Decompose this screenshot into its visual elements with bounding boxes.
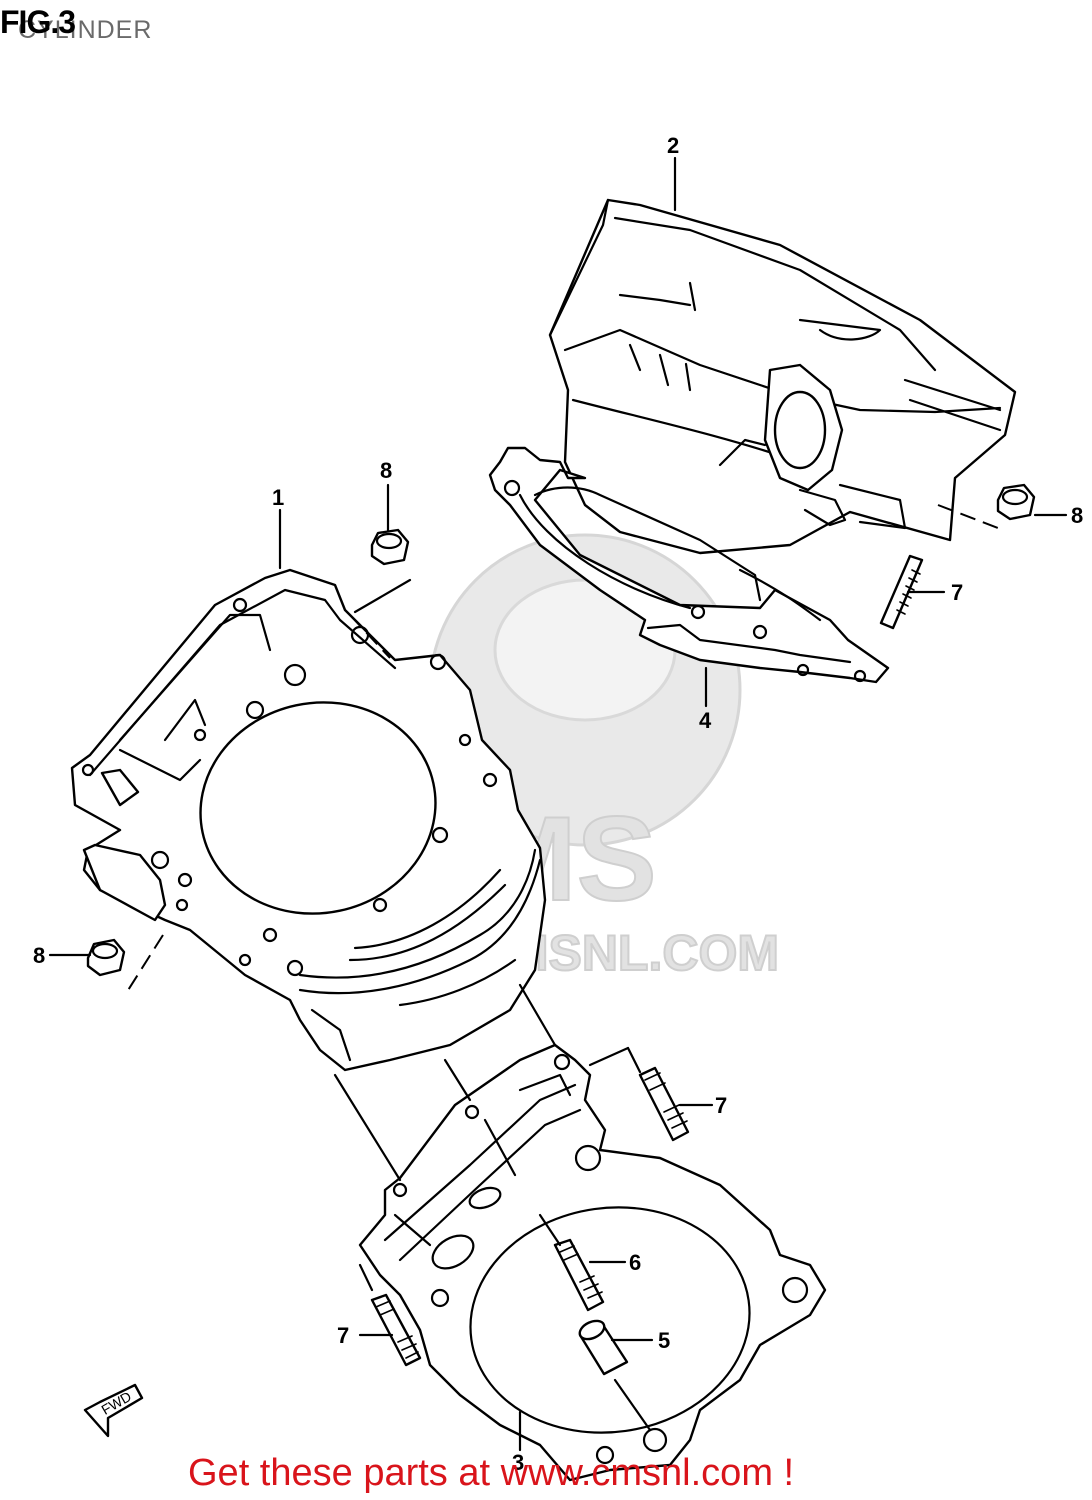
part-7-stud-upper	[879, 554, 924, 630]
figure-subtitle: CYLINDER	[18, 16, 153, 44]
callout-8-lower: 8	[33, 943, 45, 968]
part-4-gasket	[488, 446, 890, 684]
callout-7-left: 7	[337, 1323, 349, 1348]
part-5-dowel	[578, 1319, 629, 1376]
part-8-nut-upper	[370, 528, 410, 566]
callout-1: 1	[272, 485, 284, 510]
leader-lines	[48, 156, 1068, 1452]
callout-3: 3	[512, 1450, 524, 1475]
part-8-nut-right	[996, 483, 1036, 521]
part-7-stud-left	[370, 1293, 422, 1367]
footer-link[interactable]: Get these parts at www.cmsnl.com !	[188, 1452, 795, 1494]
callout-7-right: 7	[715, 1093, 727, 1118]
callout-8-upper: 8	[380, 458, 392, 483]
part-2-rear-cylinder	[548, 198, 1017, 555]
callout-6: 6	[629, 1250, 641, 1275]
part-8-nut-lower	[86, 938, 126, 977]
part-1-front-cylinder	[70, 568, 547, 1072]
callouts: 1 2 3 4 5 6 7 7 7 8 8 8	[33, 133, 1083, 1475]
part-7-stud-right	[638, 1066, 690, 1142]
callout-8-right: 8	[1071, 503, 1083, 528]
callout-7-upper: 7	[951, 580, 963, 605]
figure-label: FIG.3	[0, 4, 76, 40]
callout-2: 2	[667, 133, 679, 158]
part-6-stud	[553, 1238, 605, 1312]
fwd-arrow-icon: FWD	[83, 1383, 144, 1438]
callout-4: 4	[699, 708, 712, 733]
callout-5: 5	[658, 1328, 670, 1353]
